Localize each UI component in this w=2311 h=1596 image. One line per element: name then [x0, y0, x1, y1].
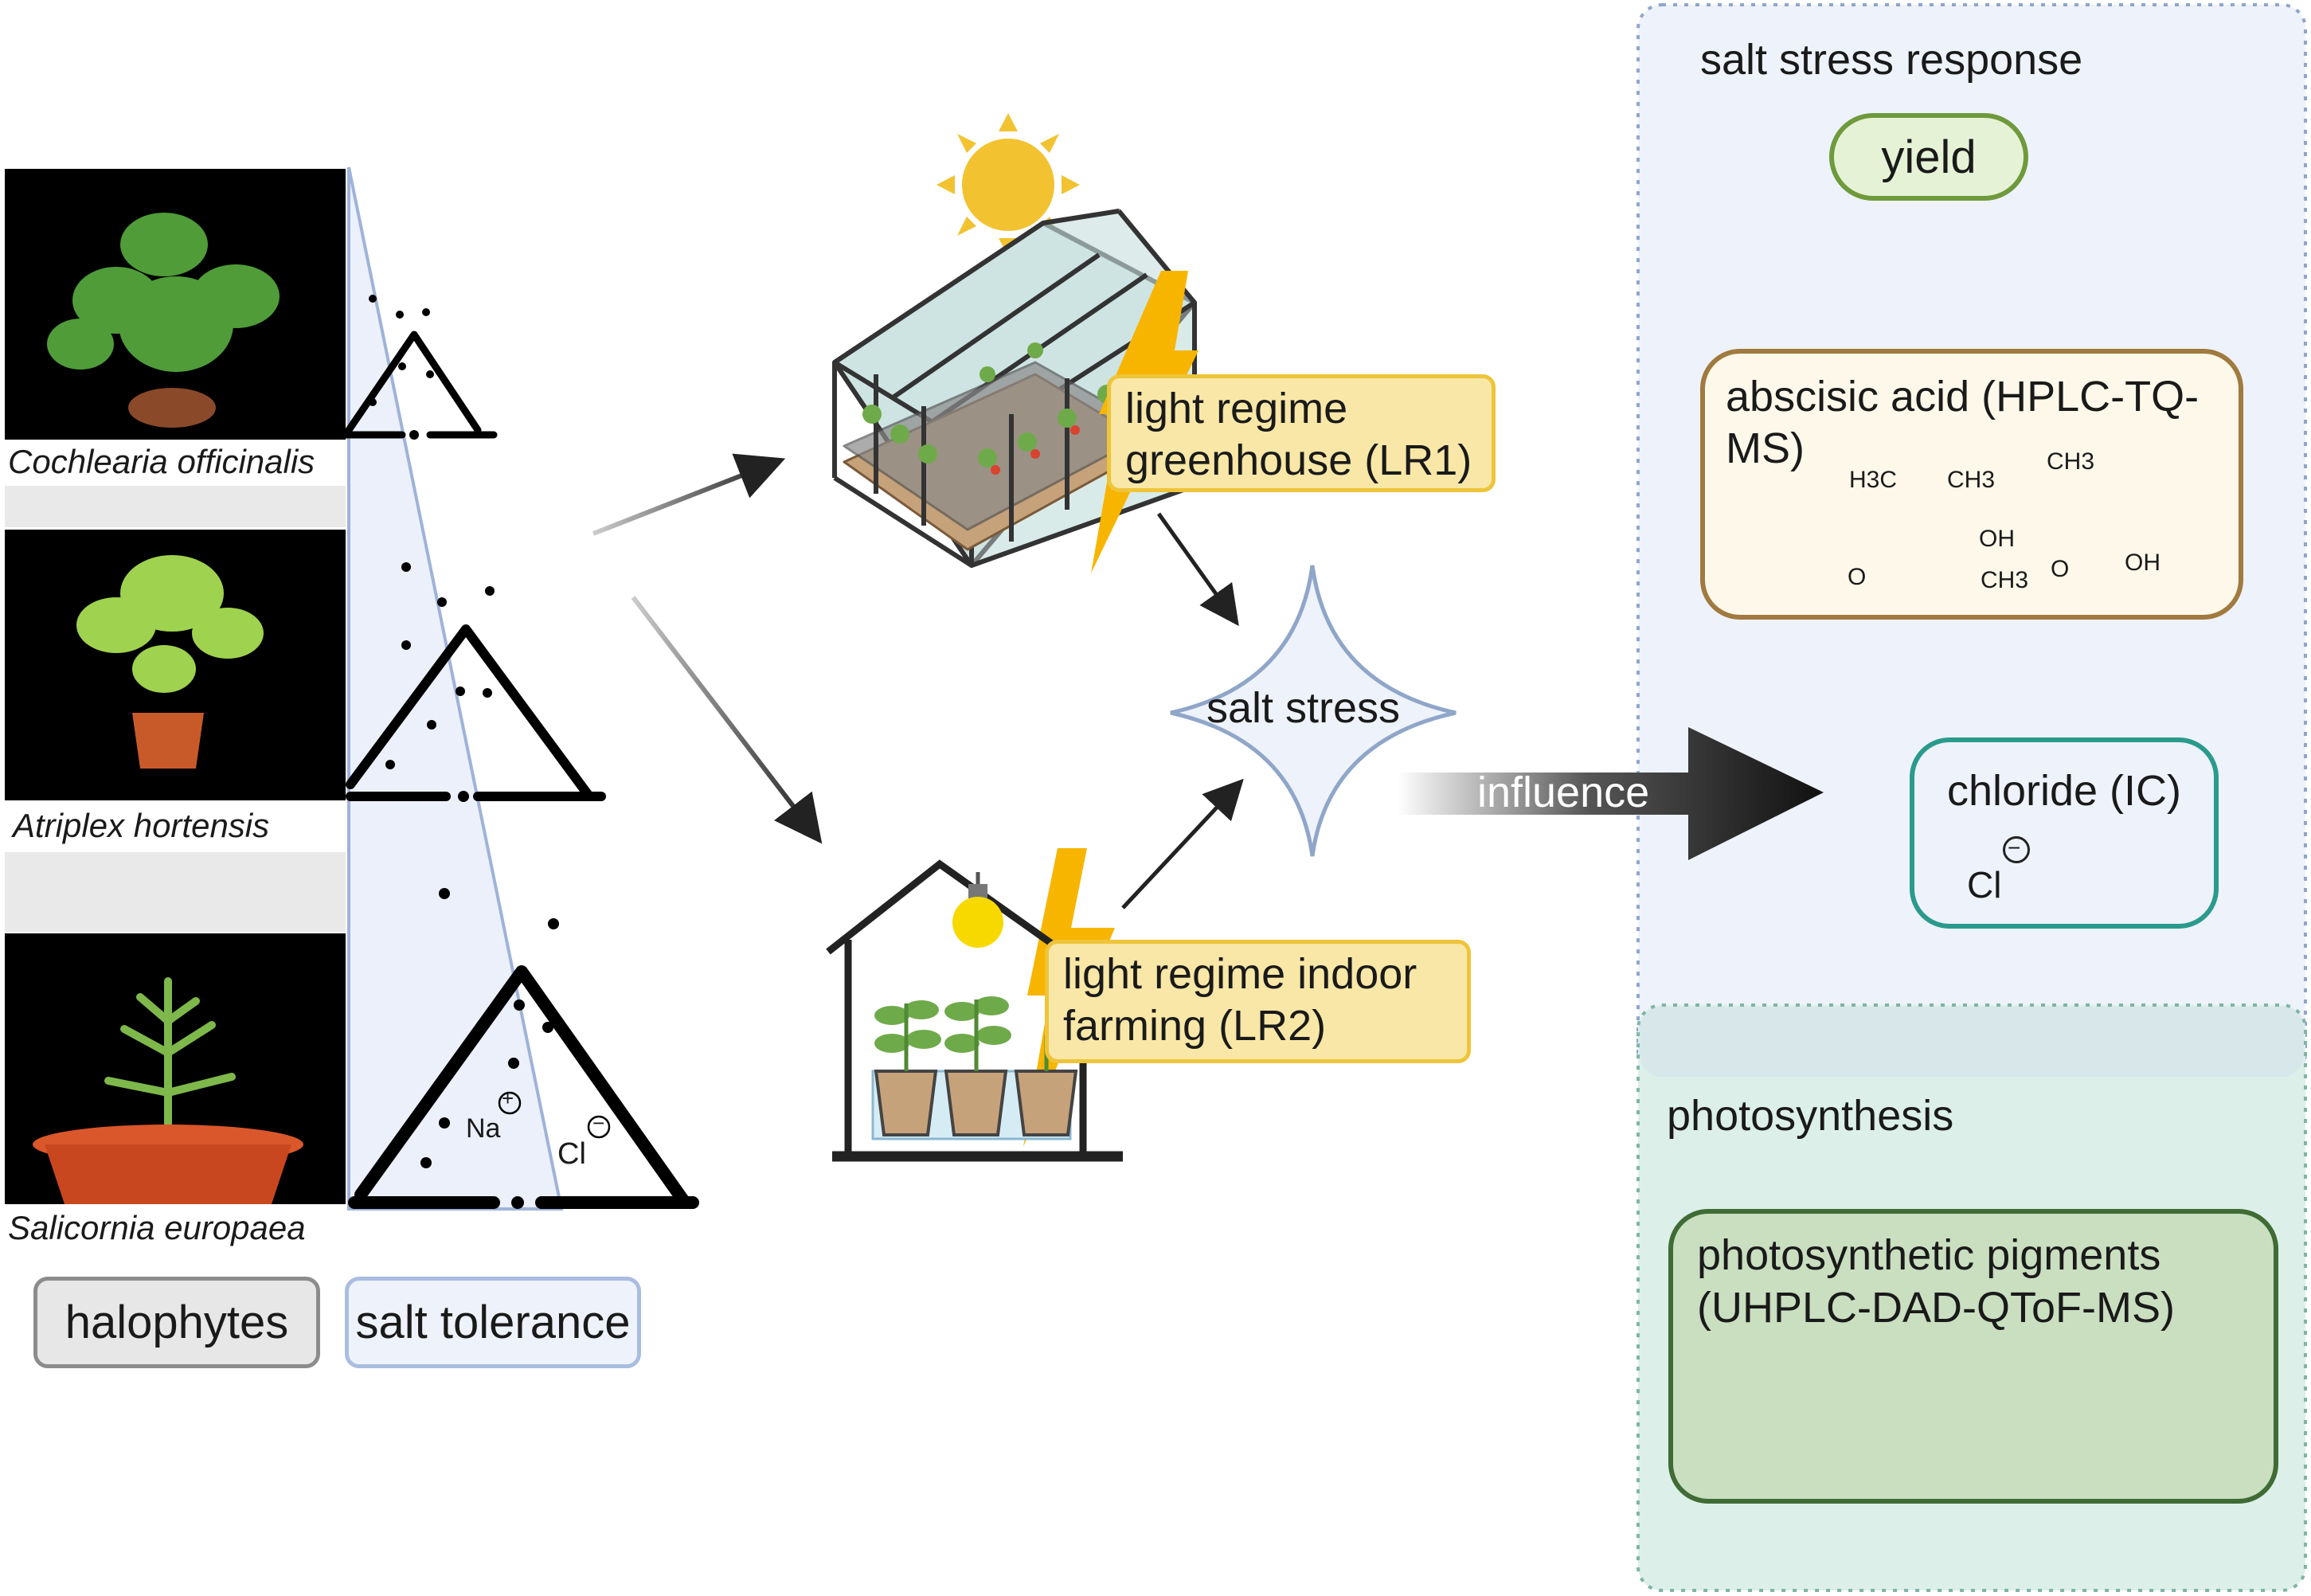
species-label: Cochlearia officinalis	[8, 443, 315, 480]
aba-oh-acid: OH	[2125, 550, 2160, 576]
ion-cl-label: Cl	[557, 1137, 586, 1171]
aba-label: abscisic acid (HPLC-TQ-MS)	[1726, 373, 2200, 472]
salt-stress-label: salt stress	[1206, 684, 1401, 732]
chloride-label: chloride (IC)	[1946, 767, 2182, 815]
species-label: Salicornia europaea	[8, 1209, 306, 1246]
salt-stress-star	[1170, 565, 1457, 857]
salt-grains-large	[420, 888, 559, 1209]
legend-halophytes: halophytes	[33, 1277, 320, 1368]
salt-pile-large	[348, 965, 699, 1209]
yield-badge: yield	[1829, 113, 2028, 201]
aba-o-acid: O	[2051, 556, 2070, 582]
light-bulb-icon	[952, 872, 1003, 948]
ion-na-label: Na	[466, 1113, 501, 1144]
pigments-label: photosynthetic pigments (UHPLC-DAD-QToF-…	[1697, 1231, 2175, 1332]
aba-ch3-top: CH3	[1947, 467, 1996, 493]
salt-grains-small	[369, 295, 434, 440]
light-regime-lr1: light regime greenhouse (LR1)	[1107, 374, 1496, 492]
species-label: Atriplex hortensis	[13, 807, 270, 844]
aba-o-ketone: O	[1848, 564, 1867, 590]
photo-salicornia	[5, 933, 346, 1204]
aba-h3c: H3C	[1849, 467, 1898, 493]
aba-box: abscisic acid (HPLC-TQ-MS)	[1700, 349, 2243, 620]
influence-arrow	[1398, 727, 1824, 860]
na-charge-icon	[498, 1091, 522, 1115]
salt-tolerance-wedge	[347, 166, 564, 1211]
chloride-box: chloride (IC)	[1910, 737, 2219, 929]
arrow-greenhouse-to-stress	[1156, 512, 1239, 627]
indoor-pots	[874, 996, 1078, 1136]
greenhouse-tomatoes	[991, 425, 1080, 475]
chloride-charge: −	[2008, 835, 2021, 860]
legend-salt-tolerance: salt tolerance	[345, 1277, 641, 1368]
response-title: salt stress response	[1700, 36, 2083, 84]
chloride-charge-icon	[2003, 836, 2030, 863]
chloride-ion: Cl	[1967, 864, 2002, 906]
photosynthesis-title: photosynthesis	[1667, 1092, 1954, 1140]
arrow-to-indoor	[631, 596, 823, 844]
aba-ch3-right: CH3	[2047, 448, 2095, 475]
ion-na-charge: +	[502, 1086, 514, 1110]
influence-label: influence	[1477, 769, 1650, 816]
aba-ch3-ring: CH3	[1981, 567, 2029, 593]
pigments-box: photosynthetic pigments (UHPLC-DAD-QToF-…	[1668, 1209, 2278, 1504]
cl-charge-icon	[587, 1115, 611, 1139]
aba-oh-ring: OH	[1979, 526, 2015, 552]
photo-cochlearia	[5, 169, 346, 440]
ion-cl-charge: −	[592, 1111, 605, 1135]
greenhouse-icon	[832, 209, 1197, 568]
photo-separator	[5, 486, 346, 527]
light-regime-lr2: light regime indoor farming (LR2)	[1045, 940, 1471, 1063]
photo-atriplex	[5, 530, 346, 800]
salt-grains-medium	[385, 562, 495, 802]
arrow-to-greenhouse	[592, 453, 786, 536]
photo-separator	[5, 852, 346, 932]
salt-pile-small	[338, 331, 498, 439]
arrow-indoor-to-stress	[1121, 778, 1244, 909]
salt-pile-medium	[346, 624, 606, 801]
